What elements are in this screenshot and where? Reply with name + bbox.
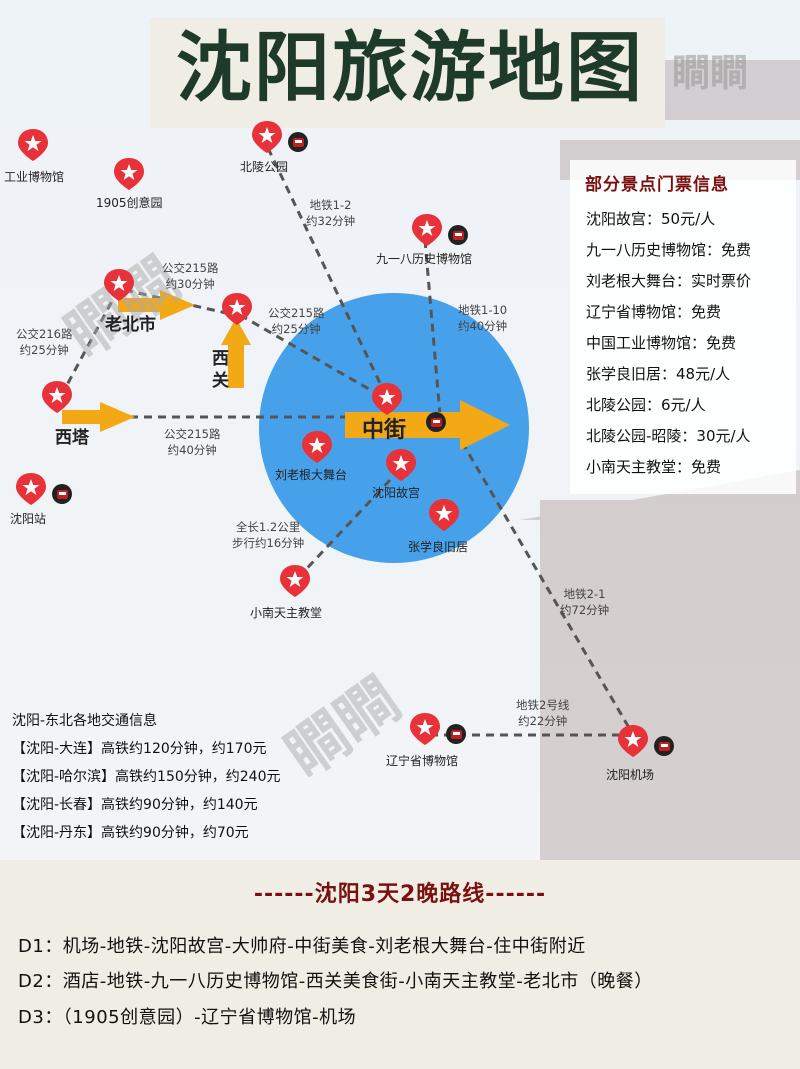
page-title: 沈阳旅游地图 [176,23,644,112]
place-zhangxueliang: 张学良旧居 [408,540,469,554]
pin-industry-museum-icon [18,129,48,161]
ticket-item: 北陵公园-昭陵：30元/人 [586,427,751,445]
itinerary-day: D1：机场-地铁-沈阳故宫-大帅府-中街美食-刘老根大舞台-住中街附近 [18,936,586,957]
place-liulaogen: 刘老根大舞台 [275,468,348,482]
metro-shenyang-station-icon [52,484,72,504]
itinerary-title: ------沈阳3天2晚路线------ [253,882,547,907]
ticket-info-title: 部分景点门票信息 [585,175,729,195]
place-laobeishi: 老北市 [105,315,156,335]
metro-sept18-museum-icon [448,225,468,245]
place-beiling-park: 北陵公园 [240,160,289,174]
ticket-item: 张学良旧居：48元/人 [586,365,731,383]
route-bus216 [58,289,120,399]
pin-liulaogen-icon [302,431,332,463]
place-sept18-museum: 九一八历史博物馆 [376,252,473,266]
pin-imperial-palace-icon [386,449,416,481]
pin-liaoning-museum-icon [410,713,440,745]
pin-xiaonan-church-icon [280,565,310,597]
title-band [150,18,665,128]
route-bus215-b [239,313,389,402]
pin-shenyang-station-icon [16,473,46,505]
pin-sept18-museum-icon [412,214,442,246]
ticket-item: 中国工业博物馆：免费 [586,334,737,352]
place-shenyang-station: 沈阳站 [10,512,47,526]
itinerary-day: D3：（1905创意园）-辽宁省博物馆-机场 [18,1007,357,1028]
route-metro2-1 [453,429,637,739]
transport-item: 【沈阳-哈尔滨】高铁约150分钟，约240元 [12,769,281,785]
metro-zhongjie-icon [426,412,446,432]
itinerary-panel [0,860,800,1069]
route-metro1-10 [423,239,442,416]
place-airport: 沈阳机场 [606,768,655,782]
pin-xiguan-icon [222,293,252,325]
ticket-item: 辽宁省博物馆：免费 [586,303,722,321]
place-xiguan: 西关 [212,349,229,391]
route-label-metro2: 地铁2号线约22分钟 [516,698,570,728]
ticket-info-panel [570,160,796,494]
place-imperial-palace: 沈阳故宫 [372,486,421,500]
ticket-item: 沈阳故宫：50元/人 [586,210,716,228]
pin-beiling-park-icon [252,121,282,153]
route-label-walk: 全长1.2公里步行约16分钟 [232,520,305,550]
place-zhongjie: 中街 [362,418,407,443]
place-industry-museum: 工业博物馆 [4,170,65,184]
transport-item: 【沈阳-长春】高铁约90分钟，约140元 [12,797,258,813]
metro-liaoning-museum-icon [446,724,466,744]
ticket-item: 刘老根大舞台：实时票价 [586,272,752,290]
place-creative-park: 1905创意园 [96,196,163,210]
ticket-item: 小南天主教堂：免费 [586,458,722,476]
pin-zhongjie-icon [372,383,402,415]
pin-zhangxueliang-icon [429,499,459,531]
transport-title: 沈阳-东北各地交通信息 [12,713,158,729]
itinerary-day: D2：酒店-地铁-九一八历史博物馆-西关美食街-小南天主教堂-老北市（晚餐） [18,971,653,992]
ticket-item: 北陵公园：6元/人 [586,396,706,414]
place-xiaonan-church: 小南天主教堂 [250,606,323,620]
route-label-bus215-a: 公交215路约30分钟 [162,261,219,291]
metro-beiling-park-icon [288,132,308,152]
transport-item: 【沈阳-大连】高铁约120分钟，约170元 [12,741,267,757]
pin-laobeishi-icon [104,269,134,301]
arrow-xita [62,402,135,432]
transport-item: 【沈阳-丹东】高铁约90分钟，约70元 [12,825,249,841]
route-metro1-2 [266,147,390,401]
pin-airport-icon [618,725,648,757]
arrow-xiguan [221,318,251,388]
route-label-bus215-c: 公交215路约40分钟 [164,427,221,457]
watermark-top-right: 瞷瞷 [672,51,749,95]
place-liaoning-museum: 辽宁省博物馆 [386,754,459,768]
metro-airport-icon [654,736,674,756]
route-label-bus215-b: 公交215路约25分钟 [268,306,325,336]
place-xita: 西塔 [55,428,89,448]
pin-xita-icon [42,381,72,413]
route-label-bus216: 公交216路约25分钟 [16,327,73,357]
arrow-laobeishi [118,290,195,320]
pin-creative-park-icon [114,158,144,190]
route-walk [294,478,392,582]
ticket-item: 九一八历史博物馆：免费 [586,241,752,259]
